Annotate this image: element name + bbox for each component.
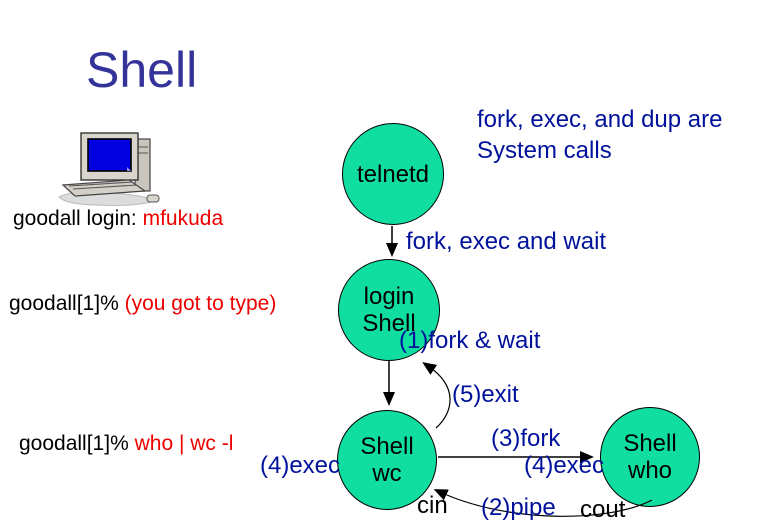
terminal-input: mfukuda — [142, 207, 224, 230]
label-step3-fork: (3)fork — [491, 425, 561, 452]
label-cin: cin — [417, 492, 448, 519]
label-step5-exit: (5)exit — [452, 381, 519, 408]
terminal-line-login: goodall login: mfukuda — [13, 207, 223, 231]
label-step4-exec-right: (4)exec — [524, 452, 605, 479]
terminal-input: who | wc -l — [134, 432, 234, 455]
arrow-wc-to-login-exit — [422, 362, 451, 429]
node-shell-who: Shell who — [600, 407, 700, 507]
terminal-line-command: goodall[1]% who | wc -l — [19, 432, 233, 456]
label-cout: cout — [580, 496, 626, 523]
terminal-line-prompt1: goodall[1]% (you got to type) — [9, 292, 276, 316]
computer-keyboard — [61, 179, 147, 197]
computer-mouse — [146, 194, 160, 203]
terminal-prompt: goodall[1]% — [9, 292, 125, 315]
terminal-prompt: goodall login: — [13, 207, 143, 230]
node-shell-wc: Shell wc — [337, 410, 437, 510]
terminal-input: (you got to type) — [124, 292, 277, 315]
label-system-calls-note: fork, exec, and dup are System calls — [477, 106, 723, 164]
label-step4-exec-left: (4)exec — [260, 452, 341, 479]
node-telnetd: telnetd — [342, 123, 444, 225]
label-step1-fork-wait: (1)fork & wait — [399, 327, 541, 354]
terminal-prompt: goodall[1]% — [19, 432, 135, 455]
computer-screen — [87, 138, 132, 172]
slide-title: Shell — [86, 42, 198, 98]
node-login-shell: login Shell — [338, 259, 440, 361]
label-step2-pipe: (2)pipe — [481, 494, 556, 521]
computer-icon — [58, 132, 160, 206]
label-fork-exec-wait: fork, exec and wait — [406, 228, 607, 255]
